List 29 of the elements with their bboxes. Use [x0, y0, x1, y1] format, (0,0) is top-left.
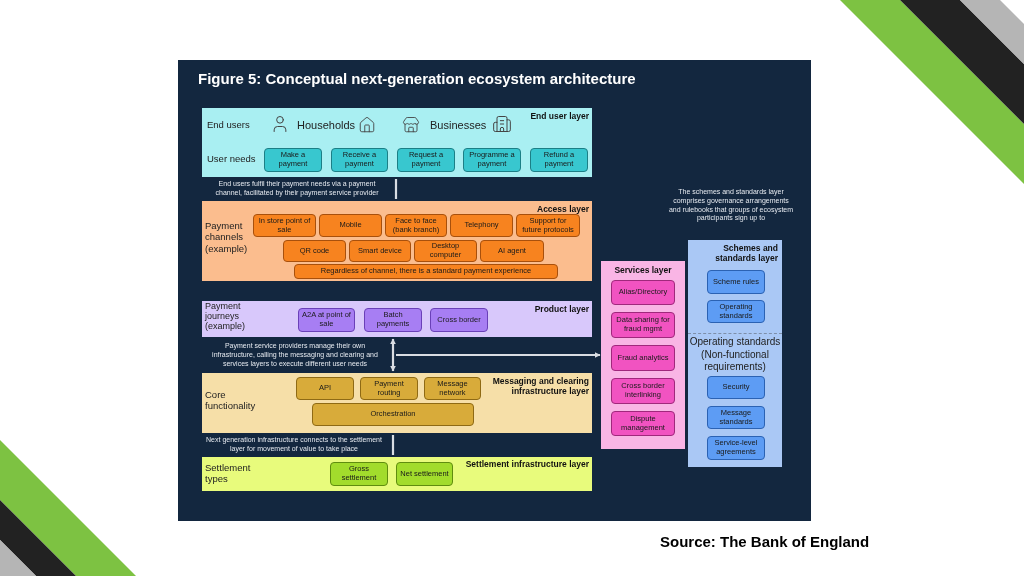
layer-band: [202, 201, 592, 281]
connector-line: [391, 435, 395, 455]
layer-band: [202, 373, 592, 433]
row-label: User needs: [207, 153, 257, 165]
layer-band: [688, 240, 782, 467]
arrow: [396, 352, 601, 358]
arrow: [390, 338, 396, 372]
layer-band: [202, 108, 592, 177]
layer-title: Product layer: [533, 304, 589, 315]
layer-title: Messaging and clearing infrastructure layer: [491, 376, 589, 397]
row-label: Settlement types: [205, 462, 252, 485]
section-heading: Operating standards (Non-functional requirements): [689, 336, 781, 374]
layer-title: Services layer: [613, 265, 673, 276]
layer-title: End user layer: [529, 111, 589, 122]
source-text: Source: The Bank of England: [660, 532, 871, 552]
layer-band: [202, 457, 592, 491]
row-label: Payment journeys (example): [205, 302, 246, 332]
row-label: Core functionality: [205, 389, 257, 412]
row-label: Payment channels (example): [205, 220, 249, 255]
layer-title: Settlement infrastructure layer: [464, 459, 589, 470]
user-group-label: Households: [297, 119, 357, 133]
connector-line: [394, 179, 398, 199]
row-label: End users: [207, 119, 251, 131]
layer-band: [601, 261, 685, 449]
layer-title: Access layer: [536, 204, 589, 215]
layer-title: Schemes and standards layer: [714, 243, 778, 264]
layer-band: [202, 301, 592, 337]
diagram-title: Figure 5: Conceptual next-generation ecosystem architecture: [198, 69, 636, 89]
user-group-label: Businesses: [430, 119, 488, 133]
